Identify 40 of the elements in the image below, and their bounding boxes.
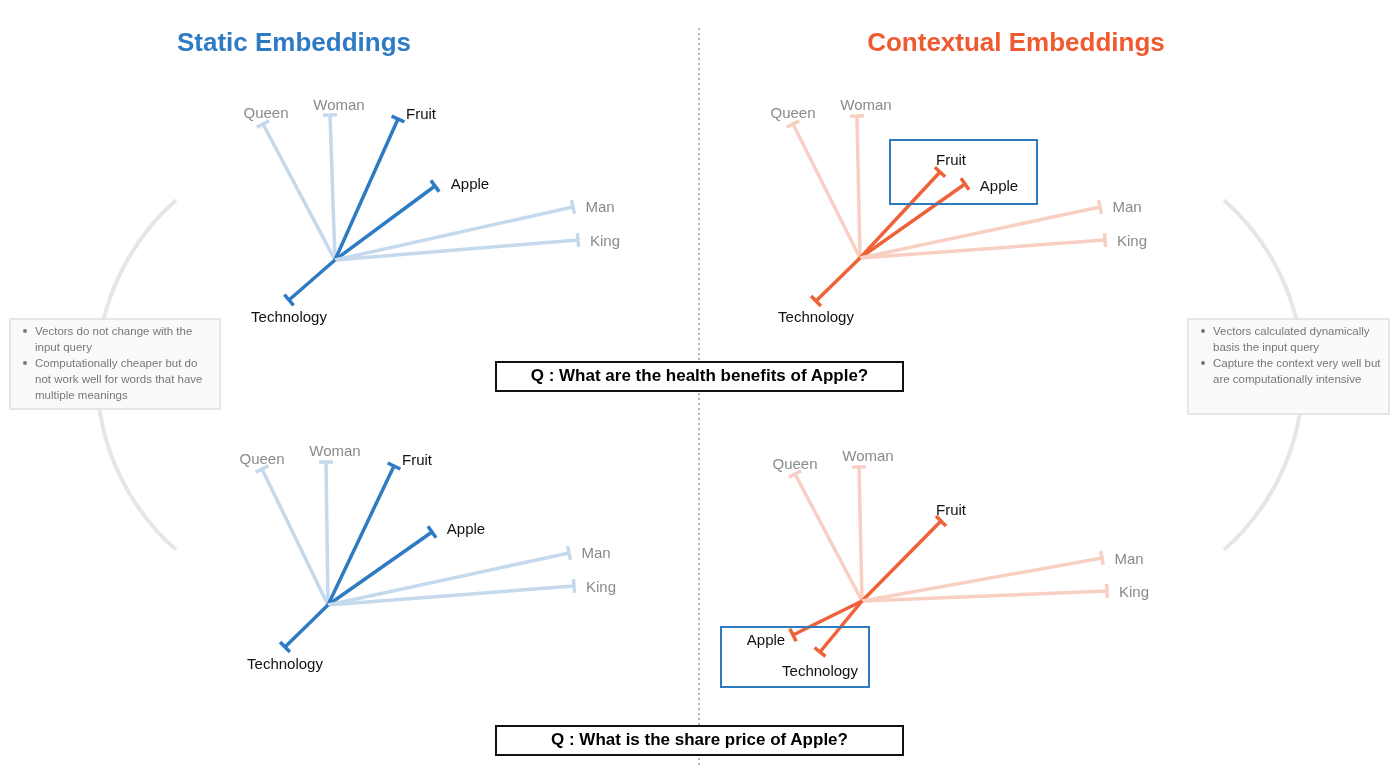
bullet-text: Vectors do not change with the input query <box>35 325 193 353</box>
word-label: Fruit <box>936 501 966 519</box>
word-label: Woman <box>313 96 365 114</box>
word-label: King <box>590 232 620 250</box>
bullet-text: Capture the context very well but are computationally intensive <box>1213 357 1381 385</box>
word-label: Fruit <box>936 151 966 169</box>
word-label: Apple <box>446 520 486 538</box>
word-label: King <box>1117 232 1147 250</box>
word-label: Fruit <box>402 451 432 469</box>
word-label: King <box>1119 583 1149 601</box>
word-label: Technology <box>251 308 327 326</box>
section-heading: Contextual Embeddings <box>867 27 1165 58</box>
word-label: Apple <box>450 175 490 193</box>
word-label: Queen <box>243 104 289 122</box>
word-label: Queen <box>239 450 285 468</box>
word-label: King <box>586 578 616 596</box>
query-box: Q : What is the share price of Apple? <box>495 725 904 756</box>
bullet-text: Computationally cheaper but do not work well for words that have multiple meanings <box>35 357 203 401</box>
word-label: Technology <box>778 308 854 326</box>
word-label: Queen <box>772 455 818 473</box>
word-label: Man <box>1112 198 1142 216</box>
word-label: Woman <box>842 447 894 465</box>
note-box <box>9 318 221 410</box>
query-box: Q : What are the health benefits of Apple? <box>495 361 904 392</box>
word-label: Queen <box>770 104 816 122</box>
word-label: Woman <box>309 442 361 460</box>
section-heading: Static Embeddings <box>177 27 411 58</box>
word-label: Man <box>581 544 611 562</box>
word-label: Technology <box>247 655 323 673</box>
bullet-text: Vectors calculated dynamically basis the input query <box>1213 325 1370 353</box>
word-label: Apple <box>979 177 1019 195</box>
word-label: Man <box>585 198 615 216</box>
word-label: Apple <box>746 631 786 649</box>
word-label: Technology <box>782 662 858 680</box>
word-label: Man <box>1114 550 1144 568</box>
word-label: Woman <box>840 96 892 114</box>
highlight-box <box>889 139 1038 205</box>
highlight-box <box>720 626 870 688</box>
word-label: Fruit <box>406 105 436 123</box>
note-box <box>1187 318 1390 415</box>
